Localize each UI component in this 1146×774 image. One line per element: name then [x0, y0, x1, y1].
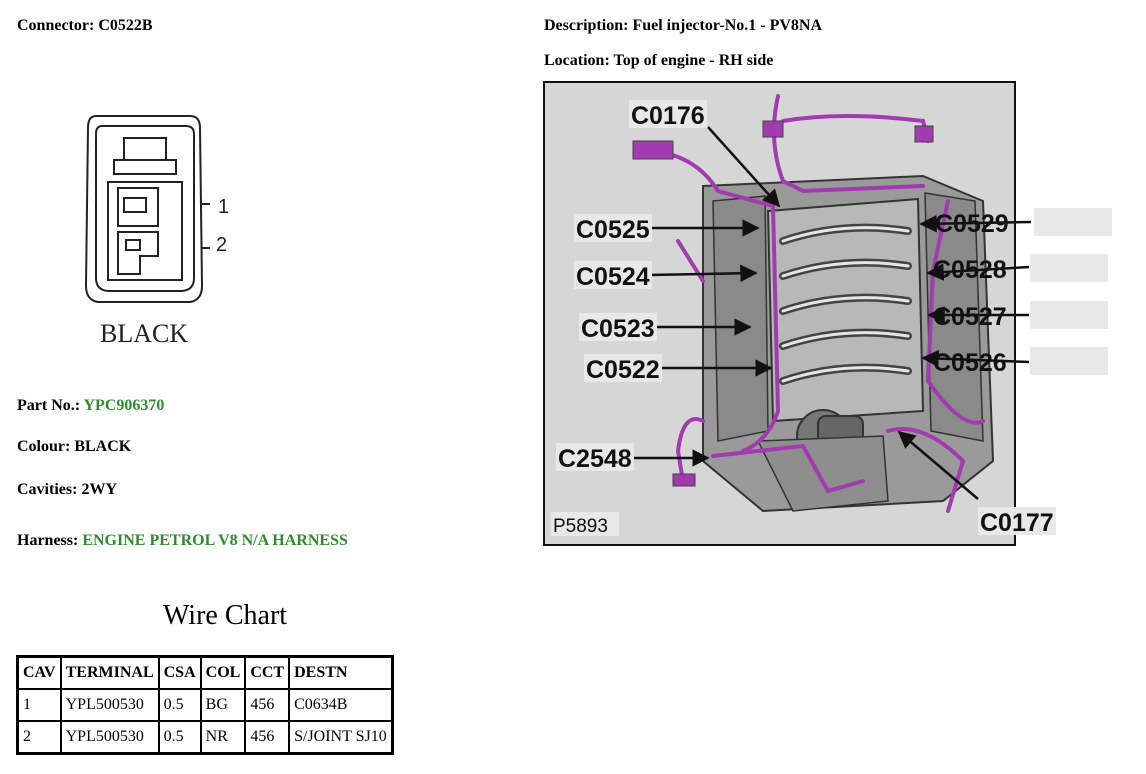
colour-key: Colour: — [17, 438, 71, 455]
callout-c0525: C0525 — [576, 216, 650, 244]
cell-csa: 0.5 — [157, 720, 202, 755]
cell-destn: S/JOINT SJ10 — [288, 720, 394, 755]
callout-c0524: C0524 — [576, 263, 650, 291]
callout-c0528: C0528 — [933, 256, 1007, 284]
callout-c2548: C2548 — [558, 445, 632, 473]
cell-terminal: YPL500530 — [59, 720, 160, 755]
connector-color-label: BLACK — [100, 319, 188, 348]
cell-cav: 1 — [16, 688, 62, 722]
cell-cct: 456 — [244, 720, 291, 755]
header-col: COL — [199, 655, 247, 690]
cell-col: BG — [199, 688, 247, 722]
connector-face-diagram: 1 2 BLACK — [84, 115, 229, 348]
description-label-key: Description: — [544, 17, 629, 34]
header-cav: CAV — [16, 655, 62, 690]
cavities-value: 2WY — [81, 481, 117, 498]
callout-c0527: C0527 — [933, 303, 1007, 331]
cell-terminal: YPL500530 — [59, 688, 160, 722]
table-row: 2 YPL500530 0.5 NR 456 S/JOINT SJ10 — [16, 720, 394, 755]
header-destn: DESTN — [288, 655, 394, 690]
cavity-2 — [117, 231, 159, 275]
connector-inner-shell — [95, 125, 195, 292]
callout-label-backgrounds — [551, 100, 1112, 536]
part-no-key: Part No.: — [17, 397, 81, 414]
location-label-key: Location: — [544, 52, 610, 69]
cavities-label: Cavities: 2WY — [17, 481, 117, 499]
table-row: 1 YPL500530 0.5 BG 456 C0634B — [16, 688, 394, 722]
cell-cav: 2 — [16, 720, 62, 755]
wire-chart-table: CAV TERMINAL CSA COL CCT DESTN 1 YPL5005… — [16, 655, 394, 755]
colour-label: Colour: BLACK — [17, 438, 131, 456]
cell-csa: 0.5 — [157, 688, 202, 722]
callout-c0177: C0177 — [980, 509, 1054, 537]
callout-c0176: C0176 — [631, 102, 705, 130]
wire-chart-title: Wire Chart — [163, 600, 288, 631]
cell-col: NR — [199, 720, 247, 755]
engine-illustration — [702, 174, 995, 513]
cavity-1 — [117, 187, 159, 227]
description-label: Description: Fuel injector-No.1 - PV8NA — [544, 17, 822, 35]
pin-1-label: 1 — [218, 196, 229, 218]
callout-c0523: C0523 — [581, 315, 655, 343]
description-value: Fuel injector-No.1 - PV8NA — [632, 17, 823, 34]
connector-label: Connector: C0522B — [17, 17, 153, 35]
pin-2-label: 2 — [216, 234, 227, 256]
harness-label: Harness: ENGINE PETROL V8 N/A HARNESS — [17, 532, 348, 550]
callout-c0526: C0526 — [933, 349, 1007, 377]
connector-id: C0522B — [98, 17, 153, 34]
header-cct: CCT — [244, 655, 291, 690]
cell-destn: C0634B — [288, 688, 394, 722]
connector-outer-shell — [84, 115, 204, 303]
header-terminal: TERMINAL — [59, 655, 160, 690]
cell-cct: 456 — [244, 688, 291, 722]
callout-c0529: C0529 — [935, 210, 1009, 238]
part-no-label: Part No.: YPC906370 — [17, 397, 164, 415]
table-header-row: CAV TERMINAL CSA COL CCT DESTN — [16, 655, 394, 690]
engine-location-figure: C0176 C0525 C0524 C0523 C0522 C2548 C052… — [543, 81, 1112, 546]
location-value: Top of engine - RH side — [613, 52, 774, 69]
header-csa: CSA — [157, 655, 202, 690]
colour-value: BLACK — [74, 438, 132, 455]
connector-latch — [123, 137, 167, 161]
harness-value[interactable]: ENGINE PETROL V8 N/A HARNESS — [82, 532, 348, 549]
figure-id: P5893 — [553, 516, 608, 537]
cavities-key: Cavities: — [17, 481, 78, 498]
harness-wiring — [641, 94, 985, 513]
connector-label-key: Connector: — [17, 17, 95, 34]
harness-key: Harness: — [17, 532, 79, 549]
location-label: Location: Top of engine - RH side — [544, 52, 773, 70]
part-no-value[interactable]: YPC906370 — [83, 397, 165, 414]
callout-arrows — [631, 126, 1032, 500]
callout-c0522: C0522 — [586, 356, 660, 384]
